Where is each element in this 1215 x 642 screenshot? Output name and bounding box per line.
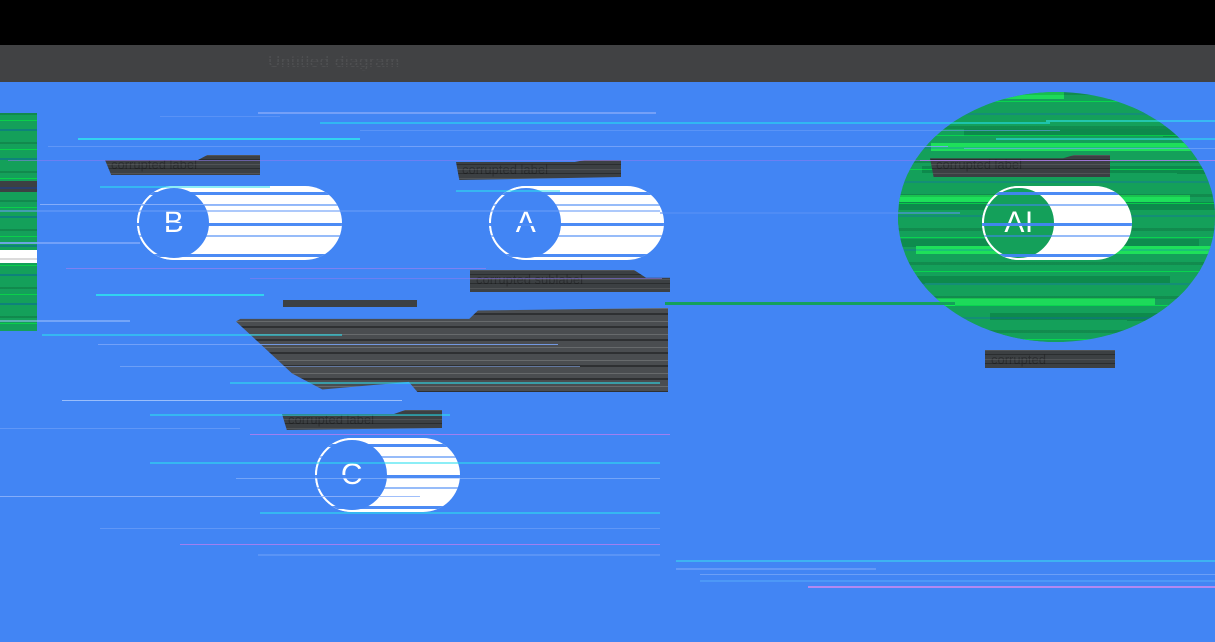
app-toolbar [0,45,1215,82]
window-titlebar [0,0,1215,45]
node-a-label-text: corrupted label [462,162,548,177]
glitch-scanline [62,400,402,401]
glitch-scanline [48,146,400,147]
glitch-strip [992,107,1157,115]
node-a-sublabel: corrupted sublabel [470,270,670,292]
glitch-strip [914,136,1163,144]
node-b[interactable]: B [137,186,342,260]
node-ai-label-text: corrupted label [936,157,1022,172]
glitch-scanline [808,586,1215,588]
glitch-strip [990,313,1183,321]
glitch-scanline [180,544,660,545]
glitch-strip [964,129,1197,137]
node-ai-sublabel-text: corrupted [991,352,1046,367]
node-b-label: corrupted label [105,155,260,175]
glitch-strip [962,320,1127,328]
edge-b-to-a [283,300,417,307]
node-a-label: corrupted label [456,160,621,180]
node-c-label-text: corrupted label [288,412,374,427]
glitch-scanline [260,512,660,514]
glitch-strip [955,305,1170,313]
glitch-scanline [676,568,876,570]
glitch-scanline [100,528,660,529]
glitch-strip [985,99,1115,107]
glitch-scanline [250,434,670,435]
glitch-scanline [258,554,660,556]
glitch-strip [925,283,1188,291]
node-b-badge: B [137,186,211,260]
glitch-strip [922,298,1155,306]
diagram-canvas[interactable]: corrupted label corrupted label corrupte… [0,82,1215,642]
node-a-badge: A [489,186,563,260]
node-a[interactable]: A [489,186,664,260]
node-c[interactable]: C [315,438,460,512]
glitch-slice-dark [0,181,37,192]
glitch-scanline [66,268,486,269]
glitch-slice-white [0,250,37,263]
glitch-strip [956,291,1205,299]
glitch-scanline [700,574,1215,575]
glitch-scanline [676,560,1215,562]
glitch-scanline [96,294,264,296]
node-c-badge: C [315,438,389,512]
glitch-strip [904,261,1197,269]
document-title: Untitled diagram [268,52,400,71]
node-b-label-text: corrupted label [111,157,197,172]
glitch-strip [936,114,1129,122]
node-c-label: corrupted label [282,410,442,430]
glitch-strip [932,268,1215,276]
glitch-scanline [700,580,1215,582]
glitch-strip [931,143,1194,151]
glitch-scanline [0,428,240,429]
glitch-scanline [160,116,280,117]
glitch-strip [949,121,1164,129]
corrupted-text-mass [236,308,668,392]
glitch-scanline [258,112,656,114]
node-ai[interactable]: AI [982,186,1132,260]
glitch-strip [898,276,1170,284]
glitch-strip [988,92,1064,100]
glitch-blob-left [0,113,37,331]
node-a-sublabel-text: corrupted sublabel [476,272,583,287]
node-ai-badge: AI [982,186,1056,260]
node-ai-sublabel: corrupted [985,350,1115,368]
glitch-scanline [400,146,948,147]
glitch-scanline [78,138,360,140]
glitch-strip [988,335,1064,342]
glitch-strip [1003,327,1133,335]
node-ai-label: corrupted label [930,155,1110,177]
edge-a-to-ai [665,302,955,305]
